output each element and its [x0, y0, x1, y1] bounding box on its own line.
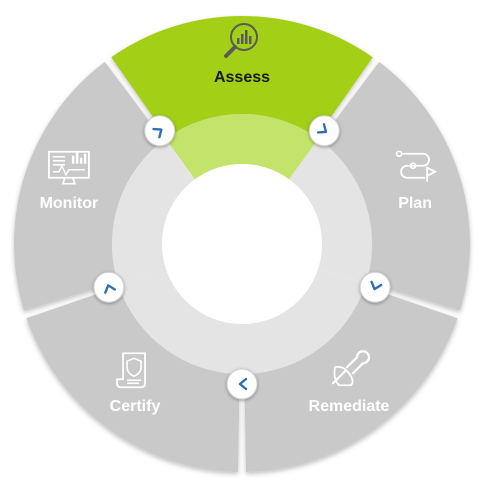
icons-layer [48, 23, 438, 389]
chevron-icon [370, 280, 383, 291]
center-hole [162, 164, 322, 324]
route-flag-icon [395, 150, 438, 182]
next-step-arrow-plan[interactable] [359, 271, 391, 303]
chevron-icon [152, 127, 163, 139]
wrench-hand-icon [331, 350, 371, 387]
segment-label-monitor: Monitor [40, 195, 99, 212]
inner-ring-plan [289, 138, 372, 285]
inner-ring-remediate [242, 268, 366, 374]
inner-ring-assess [165, 114, 319, 180]
arrows-layer [93, 115, 391, 400]
analytics-magnifier-icon [224, 23, 258, 58]
chevron-icon [104, 284, 117, 294]
segment-plan[interactable] [320, 61, 470, 311]
dashboard-monitor-icon [48, 150, 90, 185]
segment-monitor[interactable] [13, 61, 164, 311]
segment-certify[interactable] [26, 286, 240, 472]
inner-ring-monitor [112, 138, 195, 285]
next-step-arrow-certify[interactable] [93, 271, 125, 303]
inner-ring-certify [118, 268, 242, 374]
segment-label-plan: Plan [398, 195, 432, 212]
segment-label-remediate: Remediate [309, 398, 390, 415]
segment-assess[interactable] [111, 15, 373, 138]
next-step-arrow-remediate[interactable] [226, 368, 258, 400]
inner-ring-layer [112, 114, 372, 374]
next-step-arrow-assess[interactable] [308, 115, 340, 147]
chevron-icon [238, 377, 248, 391]
segment-remediate[interactable] [244, 286, 458, 472]
certificate-shield-icon [116, 352, 146, 389]
segments-layer [13, 15, 470, 472]
segment-label-assess: Assess [214, 69, 270, 86]
next-step-arrow-monitor[interactable] [144, 115, 176, 147]
chevron-icon [316, 123, 328, 134]
segment-label-certify: Certify [110, 398, 161, 415]
